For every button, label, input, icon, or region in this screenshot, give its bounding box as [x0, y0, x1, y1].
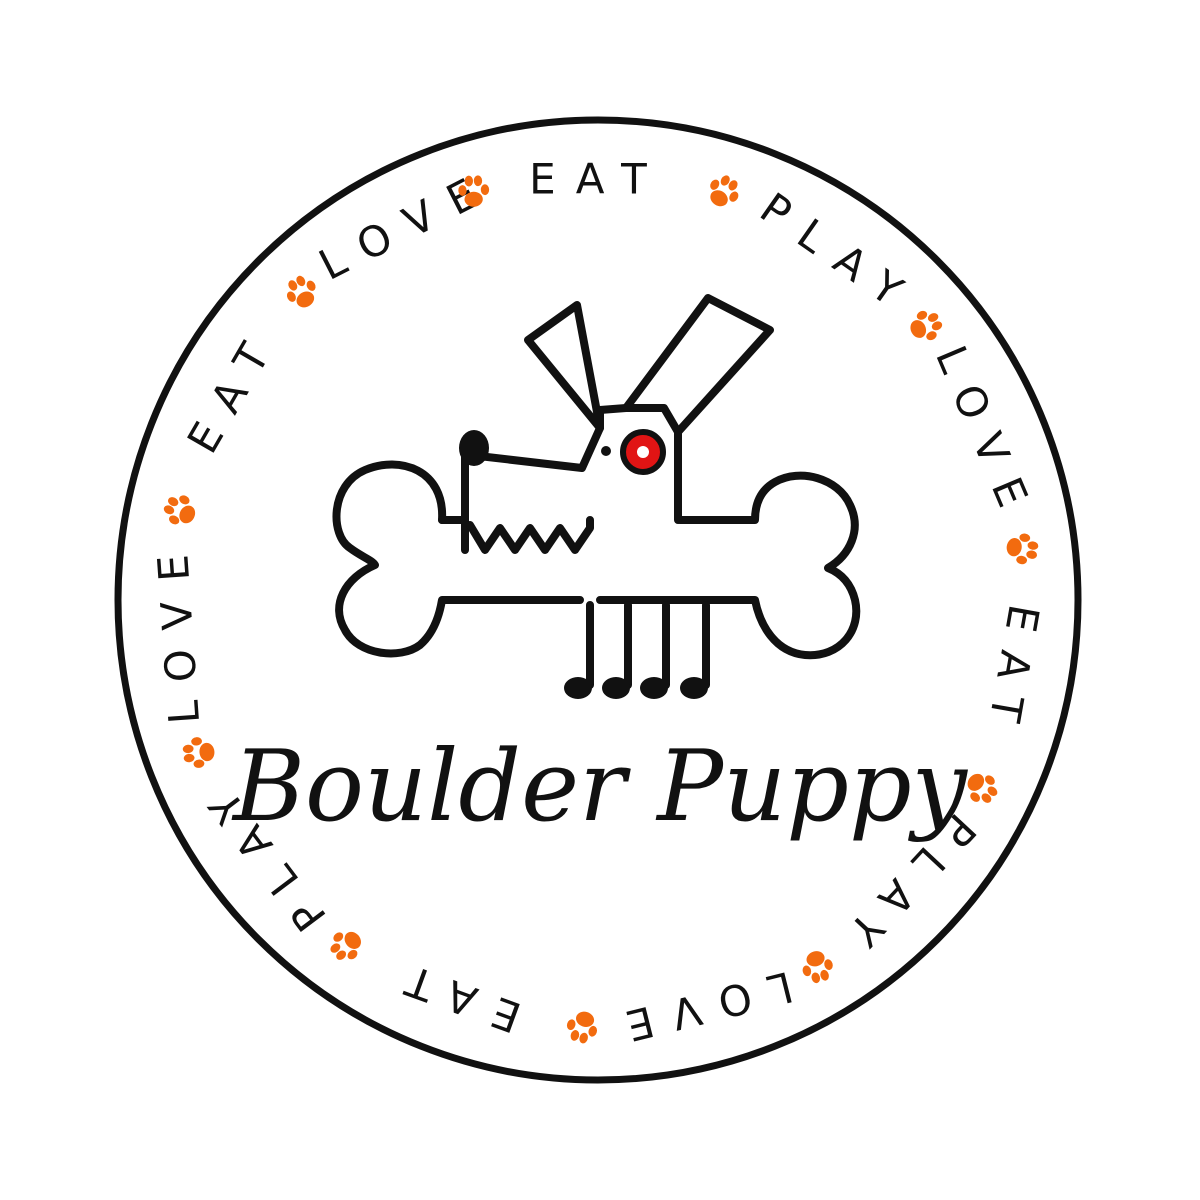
dog-with-bone-icon: [332, 294, 861, 689]
dog-right-ear: [622, 294, 774, 436]
paw-print-icon: [159, 489, 202, 532]
dog-cheek-dot: [601, 446, 611, 456]
dog-nose: [459, 430, 489, 466]
paw-print-icon: [181, 735, 216, 770]
paw-print-icon: [1004, 531, 1040, 567]
paw-print-icon: [702, 170, 746, 214]
dog-left-ear: [524, 301, 604, 432]
outer-ring: [114, 116, 1082, 1084]
paw-print-icon: [280, 270, 323, 314]
dog-teeth: [466, 516, 594, 554]
ring-word: LOVE: [147, 533, 209, 725]
ring-word: EAT: [529, 155, 667, 204]
dog-eye-pupil: [637, 446, 649, 458]
brand-name: Boulder Puppy: [231, 730, 969, 844]
ring-word: LOVE: [602, 962, 798, 1055]
dog-head: [466, 404, 682, 524]
paw-print-icon: [905, 305, 947, 347]
bone-shape: [332, 460, 861, 660]
paw-print-icon: [562, 1007, 602, 1047]
ring-word: LOVE: [311, 160, 502, 290]
dog-legs: [586, 601, 710, 689]
ring-word: LOVE: [926, 339, 1045, 533]
paw-print-icon: [324, 923, 369, 968]
ring-word: EAT: [381, 949, 527, 1042]
paw-print-icon: [798, 947, 837, 986]
ring-word: PLAY: [751, 183, 927, 327]
dog-feet: [564, 677, 708, 699]
ring-word: EAT: [976, 601, 1048, 745]
